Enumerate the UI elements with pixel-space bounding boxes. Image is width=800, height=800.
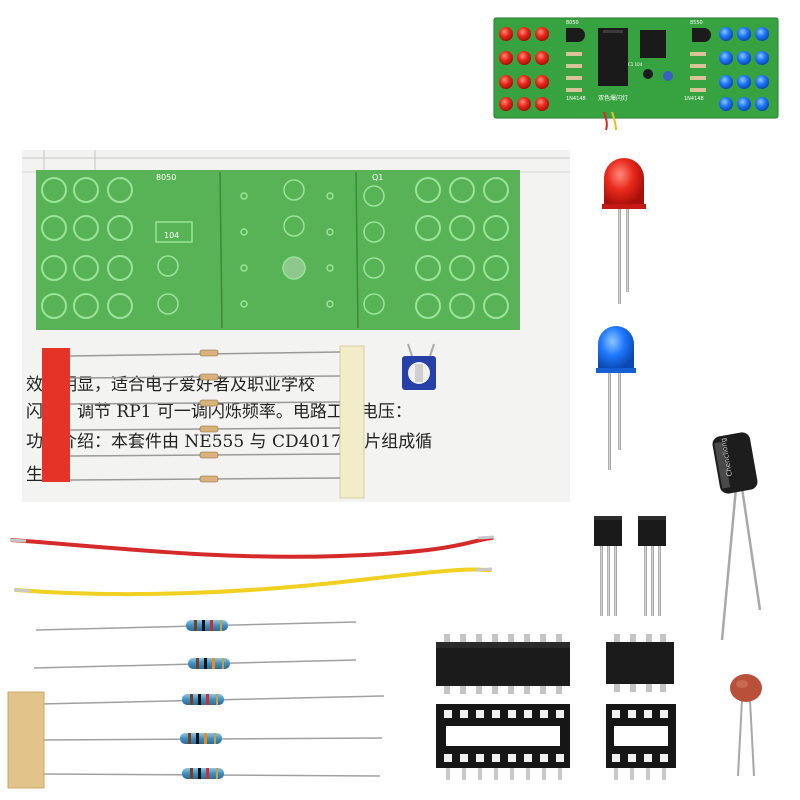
transistor-left: [594, 516, 622, 616]
ic-dip8: [606, 634, 674, 692]
blue-led: [596, 326, 636, 470]
ic-dip16: [436, 634, 570, 694]
manual-line-4: 生: [26, 465, 43, 485]
ic-socket-16: [436, 704, 570, 780]
transistor-q2: [692, 28, 711, 42]
ic-16pin: [598, 28, 628, 86]
manual-line-3: 效果明显，适合电子爱好者及职业学校: [26, 375, 315, 395]
bare-pcb: 8050 Q1 104: [36, 170, 520, 330]
cap-label: C1 104: [628, 62, 643, 67]
q-right-label: 8550: [690, 20, 703, 26]
transistor-q1: [566, 28, 585, 42]
resistor-3: [39, 694, 385, 705]
assembled-board: 8050 8550 1N4148 1N4148 双色爆闪灯 C1 104: [493, 17, 779, 131]
transistor-right: [638, 516, 666, 616]
board-title: 双色爆闪灯: [598, 94, 628, 102]
red-led-array: [499, 27, 549, 111]
yellow-wire: [13, 567, 493, 597]
board-resistors: [566, 52, 706, 92]
resistor-5: [39, 768, 381, 779]
red-wire: [9, 535, 495, 559]
diode-left-label: 1N4148: [566, 96, 586, 102]
bare-q-left-label: 8050: [156, 173, 176, 182]
board-electrolytic: [643, 69, 653, 79]
ic-8pin: [640, 30, 666, 58]
bare-pcb-component-outlines: [155, 179, 385, 315]
loose-resistors: [7, 620, 385, 789]
resistor-tape: [7, 691, 45, 789]
blue-led-array: [719, 27, 769, 111]
bare-q-right-label: Q1: [372, 173, 383, 182]
bare-cap-mark: 104: [164, 231, 179, 240]
q-left-label: 8050: [566, 20, 579, 26]
bare-pcb-led-pads-left: [41, 177, 133, 319]
resistor-2: [33, 658, 357, 669]
electrolytic-capacitor: Chencliong: [712, 432, 762, 641]
diode-right-label: 1N4148: [684, 96, 704, 102]
manual-line-1: 功能介绍：本套件由 NE555 与 CD4017 芯片组成循: [26, 432, 432, 452]
resistor-4: [39, 733, 383, 744]
ceramic-capacitor: [730, 674, 762, 777]
resistor-1: [35, 620, 357, 631]
trim-potentiometer: [402, 343, 436, 390]
board-pot: [663, 71, 673, 81]
ic-socket-8: [606, 704, 676, 780]
red-led: [602, 158, 646, 304]
manual-line-2: 闪烁，调节 RP1 可一调闪烁频率。电路工作电压：: [26, 402, 412, 422]
bare-pcb-led-pads-right: [415, 177, 509, 319]
resistor-tape-strip: [42, 345, 365, 499]
